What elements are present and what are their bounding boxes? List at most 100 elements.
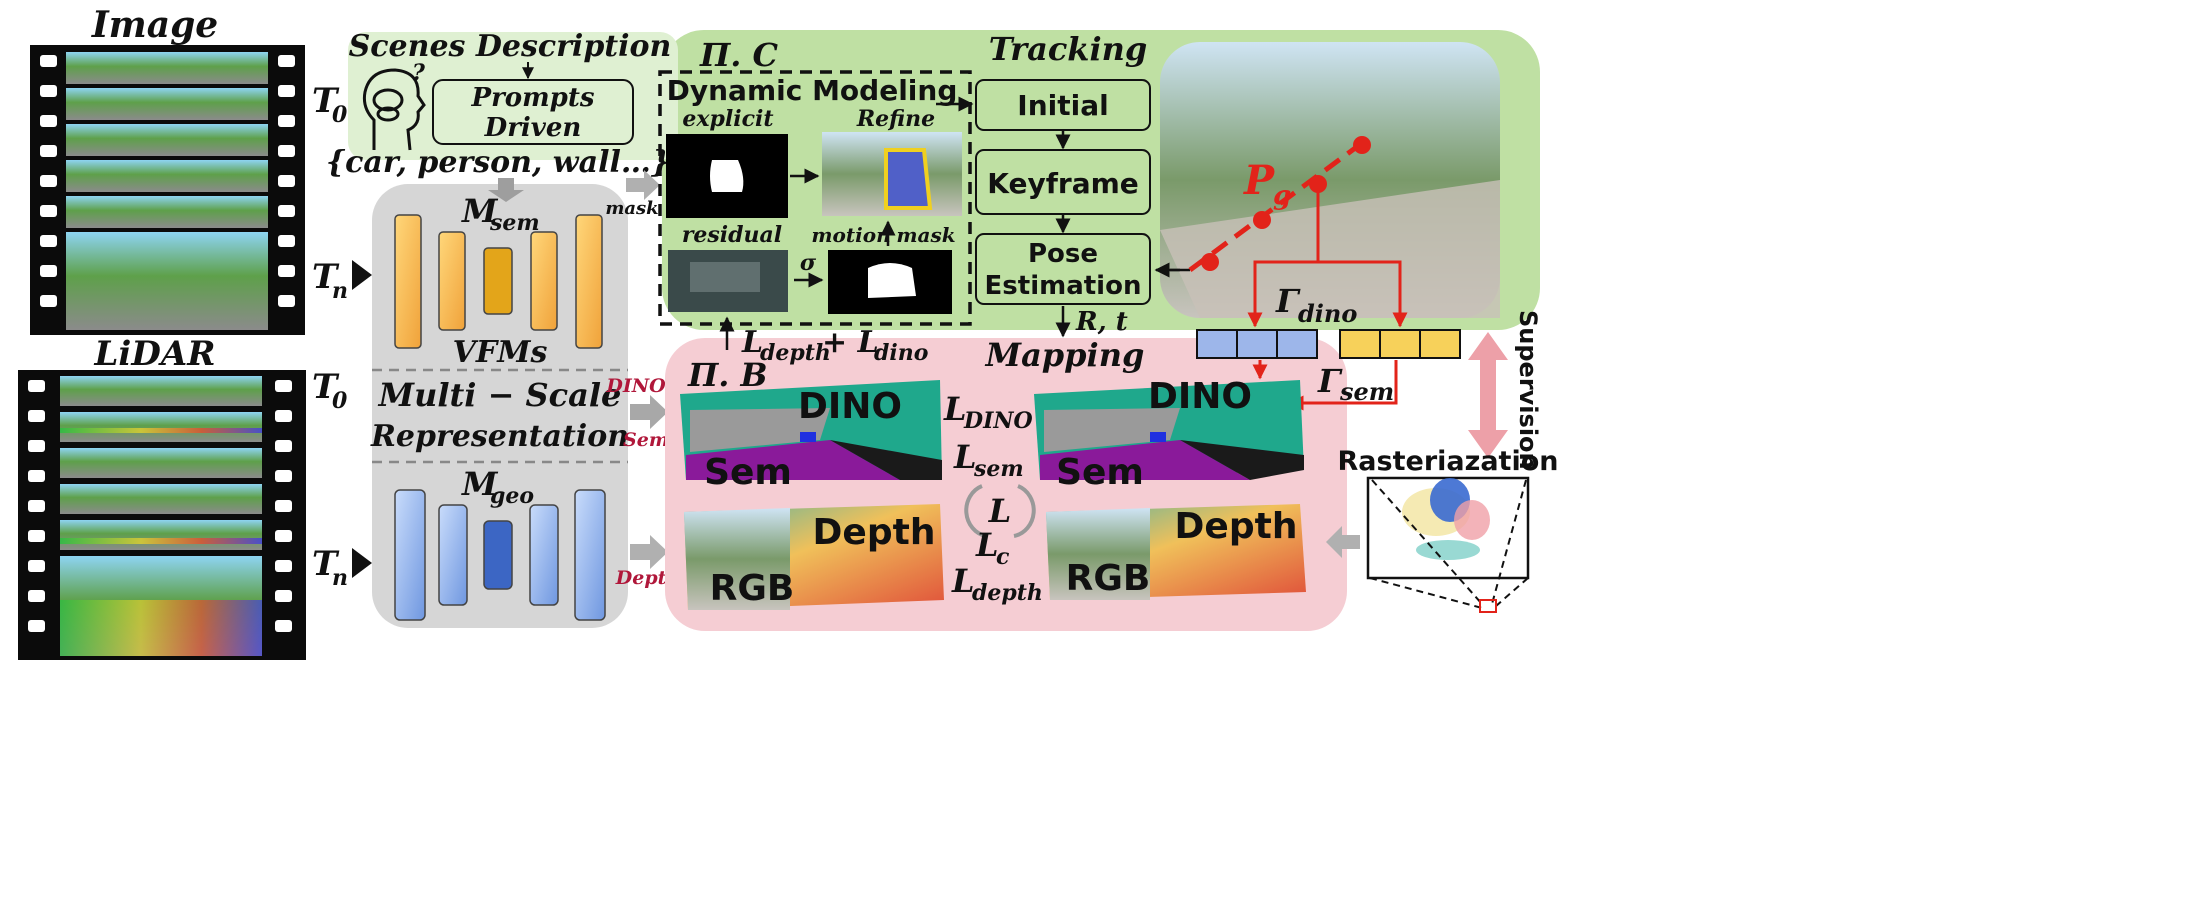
gray-arrow-icon bbox=[630, 395, 668, 429]
svg-text:dino: dino bbox=[874, 340, 928, 366]
multi-scale-line2: Representation bbox=[370, 419, 629, 454]
scenes-description-title: Scenes Description bbox=[349, 29, 672, 64]
down-arrow-icon bbox=[488, 178, 524, 202]
rgb-map-label-1: RGB bbox=[710, 568, 795, 609]
sigma-label: σ bbox=[800, 250, 817, 276]
svg-text:0: 0 bbox=[332, 388, 348, 414]
dino-sem-map-right bbox=[1034, 380, 1304, 480]
pose-label-2: Estimation bbox=[985, 271, 1142, 301]
lidar-title: LiDAR bbox=[94, 334, 216, 374]
initial-box bbox=[975, 79, 1151, 131]
svg-text:n: n bbox=[332, 278, 348, 304]
pi-c-label: Π. C bbox=[699, 36, 779, 74]
svg-text:P: P bbox=[1243, 157, 1276, 204]
pi-b-label: Π. B bbox=[687, 356, 768, 394]
gray-arrow-icon bbox=[1326, 526, 1360, 558]
loss-depth-dino-label: L depth + L dino bbox=[741, 325, 928, 366]
m-sem-label: M sem bbox=[461, 192, 540, 236]
dino-map-label-2: DINO bbox=[1148, 376, 1252, 417]
sem-feature-cells bbox=[1339, 329, 1461, 359]
class-list: {car, person, wall…} bbox=[326, 145, 670, 180]
l-sem-label: L sem bbox=[953, 438, 1024, 482]
prompts-driven-box bbox=[432, 79, 634, 145]
lidar-film-strip bbox=[18, 370, 306, 660]
svg-text:geo: geo bbox=[490, 483, 534, 509]
rt-label: R, t bbox=[1075, 307, 1128, 337]
svg-text:M: M bbox=[461, 465, 499, 503]
tracking-title: Tracking bbox=[989, 30, 1148, 68]
svg-text:dino: dino bbox=[1298, 299, 1357, 328]
pose-estimation-box bbox=[975, 233, 1151, 305]
prompts-driven-line1: Prompts bbox=[471, 83, 595, 113]
p-g-label: P g bbox=[1243, 157, 1291, 211]
svg-text:depth: depth bbox=[760, 340, 831, 366]
sem-map-label-1: Sem bbox=[704, 452, 792, 493]
svg-text:sem: sem bbox=[489, 210, 540, 236]
gamma-dino-label: Γ dino bbox=[1275, 282, 1357, 328]
feature-arrows bbox=[1247, 184, 1408, 411]
gray-arrow-icon bbox=[626, 170, 660, 200]
l-center-label: L bbox=[988, 492, 1012, 530]
gray-arrow-icon bbox=[630, 535, 668, 569]
svg-text:T: T bbox=[312, 544, 340, 584]
svg-text:n: n bbox=[332, 565, 348, 591]
l-dino-label: L DINO bbox=[943, 390, 1033, 434]
time-label-tn-lidar: T n bbox=[312, 544, 372, 591]
explicit-label: explicit bbox=[682, 106, 773, 132]
supervision-arrow bbox=[1468, 332, 1508, 458]
supervision-label: Supervision bbox=[1514, 310, 1542, 470]
refine-label: Refine bbox=[856, 106, 935, 132]
svg-text:L: L bbox=[953, 438, 977, 476]
depth-map-label-2: Depth bbox=[1175, 506, 1298, 547]
sem-small-label: Sem bbox=[623, 429, 669, 451]
mapping-title: Mapping bbox=[985, 336, 1145, 374]
vfms-label: VFMs bbox=[453, 335, 548, 370]
svg-text:sem: sem bbox=[1339, 377, 1394, 406]
mask-label: mask bbox=[605, 198, 658, 219]
residual-label: residual bbox=[682, 222, 782, 248]
svg-text:M: M bbox=[461, 192, 499, 230]
svg-text:0: 0 bbox=[332, 102, 348, 128]
dino-sem-map-left bbox=[680, 380, 942, 480]
thinking-head-icon bbox=[362, 68, 426, 151]
time-label-t0-image: T 0 bbox=[312, 81, 348, 128]
svg-text:L: L bbox=[951, 562, 975, 600]
rgb-map-label-2: RGB bbox=[1066, 558, 1151, 599]
question-mark: ? bbox=[412, 60, 426, 86]
svg-text:T: T bbox=[312, 367, 340, 407]
svg-text:c: c bbox=[996, 544, 1010, 570]
svg-text:depth: depth bbox=[972, 580, 1043, 606]
vfm-panel bbox=[372, 184, 628, 628]
multi-scale-line1: Multi − Scale bbox=[378, 376, 622, 414]
svg-text:L: L bbox=[975, 526, 999, 564]
depth-rgb-map-left bbox=[684, 504, 944, 610]
depth-map-label-1: Depth bbox=[813, 512, 936, 553]
image-film-strip bbox=[30, 45, 305, 335]
motion-label: motion bbox=[811, 223, 890, 247]
m-geo-label: M geo bbox=[461, 465, 534, 509]
time-label-tn-image: T n bbox=[312, 257, 372, 304]
l-depth-label: L depth bbox=[951, 562, 1043, 606]
play-arrow-icon bbox=[352, 260, 372, 290]
geometric-encoder-bars bbox=[394, 489, 606, 621]
gaussian-points bbox=[1188, 136, 1371, 273]
play-arrow-icon bbox=[352, 548, 372, 578]
dino-map-label-1: DINO bbox=[798, 386, 902, 427]
rasterization-frustum bbox=[1366, 476, 1530, 613]
keyframe-box bbox=[975, 149, 1151, 215]
time-label-t0-lidar: T 0 bbox=[312, 367, 348, 414]
svg-text:g: g bbox=[1273, 181, 1291, 211]
svg-text:L: L bbox=[741, 325, 763, 360]
pose-label-1: Pose bbox=[1028, 239, 1098, 269]
depth-rgb-map-right bbox=[1046, 504, 1306, 600]
dynamic-modeling-title: Dynamic Modeling bbox=[667, 74, 958, 107]
l-c-label: L c bbox=[975, 526, 1010, 570]
dino-feature-cells bbox=[1196, 329, 1318, 359]
initial-label: Initial bbox=[1017, 89, 1108, 122]
svg-text:Γ: Γ bbox=[1317, 362, 1343, 400]
svg-text:DINO: DINO bbox=[963, 408, 1033, 434]
sem-map-label-2: Sem bbox=[1056, 452, 1144, 493]
svg-text:T: T bbox=[312, 257, 340, 297]
semantic-encoder-bars bbox=[394, 214, 603, 349]
